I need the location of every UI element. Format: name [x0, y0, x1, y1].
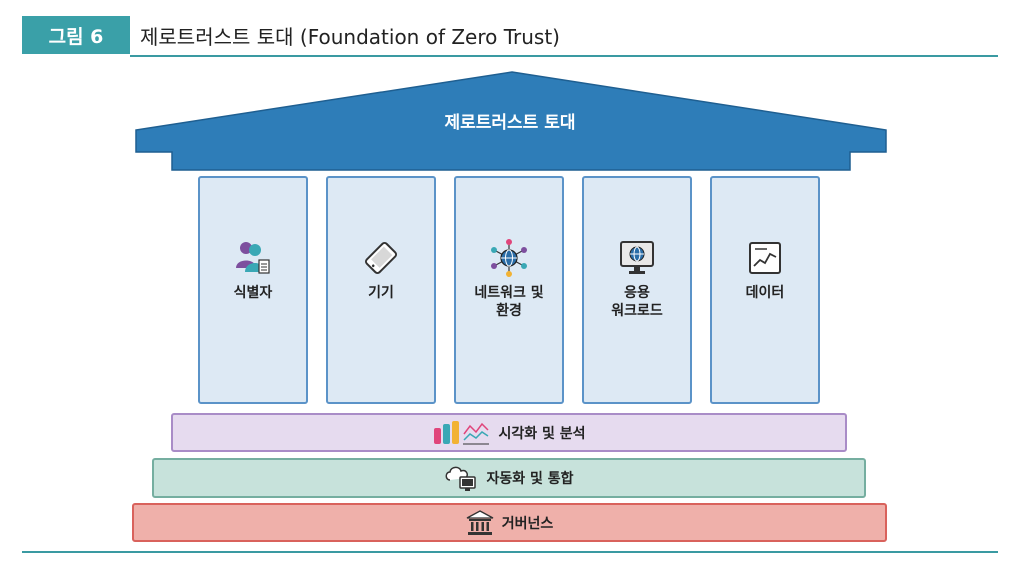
pillar-label: 응용 워크로드 [611, 285, 663, 319]
band-label: 자동화 및 통합 [486, 471, 574, 487]
pillar-label: 기기 [368, 285, 394, 301]
roof-title: 제로트러스트 토대 [444, 113, 576, 133]
band-label: 시각화 및 분석 [498, 425, 586, 442]
pillar-network: 네트워크 및 환경 [454, 176, 564, 404]
figure-title: 제로트러스트 토대 (Foundation of Zero Trust) [140, 24, 560, 49]
band-automation: 자동화 및 통합 [152, 458, 866, 498]
roof [135, 71, 887, 171]
pillar-label: 식별자 [233, 285, 273, 301]
band-analytics: 시각화 및 분석 [171, 413, 847, 452]
network-globe-icon [489, 238, 529, 278]
band-governance: 거버넌스 [132, 503, 887, 542]
figure-label: 그림 6 [22, 16, 130, 54]
people-id-icon [233, 238, 273, 278]
building-icon [466, 509, 494, 536]
pillar-data: 데이터 [710, 176, 820, 404]
band-label: 거버넌스 [501, 515, 554, 532]
pillar-label: 네트워크 및 환경 [474, 285, 544, 319]
device-tablet-icon [361, 238, 401, 278]
cloud-computer-icon [444, 464, 478, 492]
figure-header: 그림 6 제로트러스트 토대 (Foundation of Zero Trust… [22, 16, 998, 56]
pillar-device: 기기 [326, 176, 436, 404]
header-rule [130, 55, 998, 57]
pillar-workload: 응용 워크로드 [582, 176, 692, 404]
monitor-globe-icon [617, 238, 657, 278]
analytics-icon [432, 420, 490, 446]
pillar-label: 데이터 [745, 285, 785, 301]
pillar-identity: 식별자 [198, 176, 308, 404]
footer-rule [22, 551, 998, 553]
data-chart-icon [745, 238, 785, 278]
